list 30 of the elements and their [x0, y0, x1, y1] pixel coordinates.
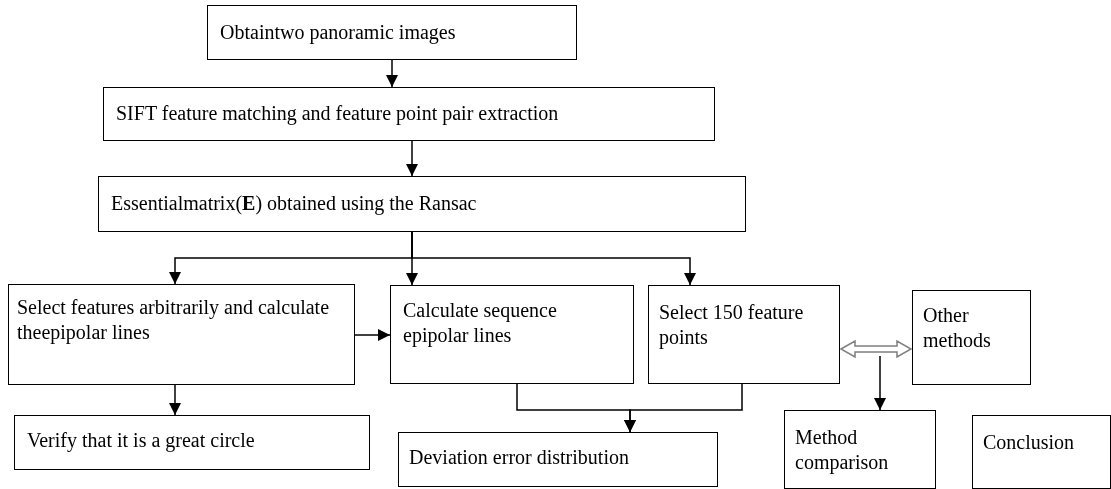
arrow [624, 383, 743, 433]
arrow [169, 384, 181, 416]
box-label: Verify that it is a great circle [27, 428, 255, 453]
arrow [386, 59, 398, 88]
box-label: Obtaintwo panoramic images [220, 20, 456, 45]
process-box [207, 5, 577, 60]
box-label: Select features arbitrarily and calculate theepipolar lines [17, 295, 331, 345]
process-box [398, 432, 718, 487]
arrow [354, 329, 391, 341]
process-box [14, 415, 370, 470]
box-label: SIFT feature matching and feature point pair extraction [116, 101, 559, 126]
process-box [98, 176, 746, 232]
box-label: Essentialmatrix(E) obtained using the Ransac [111, 191, 477, 216]
arrow [839, 339, 913, 359]
arrow [411, 231, 696, 286]
box-label: Conclusion [983, 430, 1075, 455]
process-box [912, 290, 1031, 385]
process-box [103, 87, 715, 141]
box-label: Method comparison [795, 425, 890, 475]
box-label: Select 150 feature points [659, 300, 805, 350]
process-box [648, 285, 840, 384]
process-box [390, 285, 634, 384]
process-box [972, 415, 1111, 489]
box-label: Deviation error distribution [409, 445, 629, 470]
arrow [874, 355, 886, 411]
process-box [784, 410, 936, 489]
box-label: Calculate sequence epipolar lines [403, 298, 558, 348]
process-box [8, 284, 355, 385]
arrow [406, 140, 418, 177]
box-label: Other methods [923, 303, 992, 353]
